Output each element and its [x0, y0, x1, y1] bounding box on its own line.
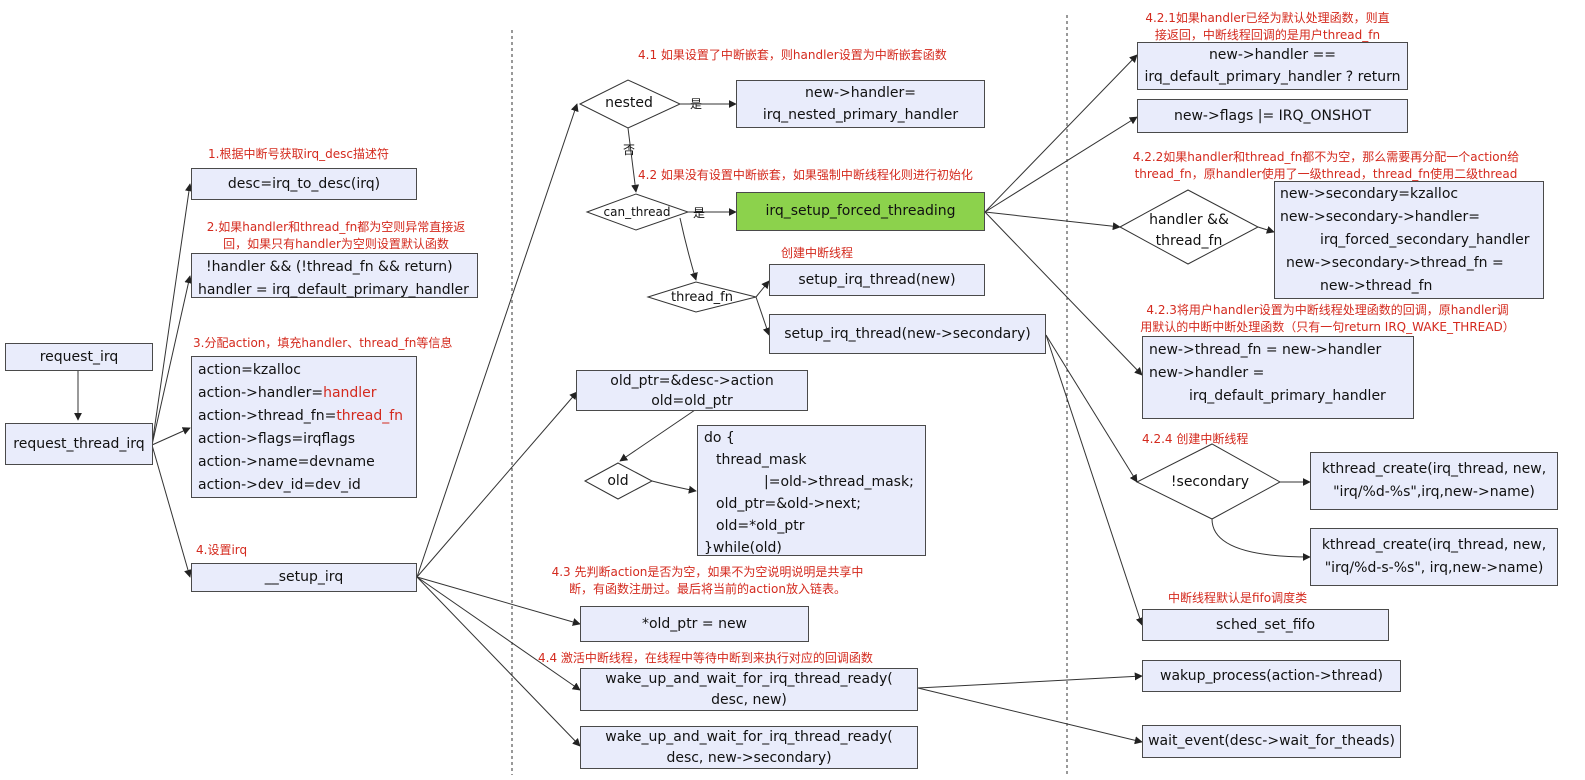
edge-to-oldptr	[416, 391, 578, 578]
edge-to-default-check	[984, 54, 1138, 213]
edge-nested-no	[627, 127, 640, 193]
flags-oneshot-node: new->flags |= IRQ_ONSHOT	[1137, 99, 1408, 133]
kthread-create-1-node: kthread_create(irq_thread, new,"irq/%d-%…	[1310, 452, 1558, 510]
note-4-2-3: 4.2.3将用户handler设置为中断线程处理函数的回调，原handler调用…	[1140, 303, 1515, 334]
decision-thread-fn-label: thread_fn	[671, 290, 733, 305]
decision-can-thread-label: can_thread	[603, 205, 671, 219]
default-check-node: new->handler ==irq_default_primary_handl…	[1137, 42, 1408, 90]
setup-thread-secondary-node: setup_irq_thread(new->secondary)	[769, 314, 1046, 354]
edge-to-desc	[151, 183, 193, 446]
forced-threading-node: irq_setup_forced_threading	[736, 192, 985, 231]
edge-to-old	[619, 409, 696, 462]
note-4: 4.设置irq	[196, 543, 248, 557]
edge-to-setup-thread-secondary	[755, 296, 771, 336]
wake-1-node: wake_up_and_wait_for_irq_thread_ready(de…	[580, 668, 918, 711]
edge-to-secondary-check	[1045, 334, 1138, 483]
wakeup-process-node: wakup_process(action->thread)	[1142, 660, 1401, 692]
edge-label-yes-2: 是	[693, 206, 706, 220]
edge-to-sched-fifo	[1045, 334, 1144, 626]
edge-to-setup-thread-new	[755, 280, 770, 298]
request-irq-node: request_irq	[5, 343, 153, 371]
edge-to-wakeup-process	[917, 672, 1143, 689]
note-fifo: 中断线程默认是fifo调度类	[1168, 591, 1308, 605]
note-3: 3.分配action，填充handler、thread_fn等信息	[193, 336, 453, 350]
edge-to-thread-fn	[679, 217, 698, 281]
decision-old-label: old	[607, 473, 629, 489]
note-4-3: 4.3 先判断action是否为空，如果不为空说明说明是共享中断，有函数注册过。…	[551, 565, 864, 596]
setup-irq-node: __setup_irq	[191, 563, 417, 592]
edge-secondary-no	[1211, 518, 1311, 561]
edge-to-wake-2	[416, 576, 581, 747]
edge-to-nested	[416, 103, 579, 578]
edge-to-wake-1	[416, 576, 581, 691]
edge-old-to-loop	[651, 480, 697, 494]
edge-label-yes-1: 是	[690, 97, 703, 111]
thread-fn-assign-node: new->thread_fn = new->handler new->handl…	[1142, 336, 1414, 419]
note-4-2-4: 4.2.4 创建中断线程	[1142, 432, 1249, 446]
old-ptr-new-node: *old_ptr = new	[580, 606, 809, 642]
request-thread-irq-node: request_thread_irq	[5, 423, 153, 465]
note-4-2-2: 4.2.2如果handler和thread_fn都不为空，那么需要再分配一个ac…	[1132, 150, 1520, 181]
loop-node: do { thread_mask |=old->thread_mask; old…	[697, 425, 926, 556]
edge-to-oldptr-new	[416, 576, 581, 626]
note-4-4: 4.4 激活中断线程，在线程中等待中断到来执行对应的回调函数	[538, 651, 873, 665]
decision-secondary-label: !secondary	[1170, 474, 1250, 490]
note-2: 2.如果handler和thread_fn都为空则异常直接返回，如果只有hand…	[206, 220, 466, 251]
decision-handler-thread-label: handler &&thread_fn	[1149, 212, 1229, 249]
nested-handler-node: new->handler=irq_nested_primary_handler	[736, 80, 985, 128]
note-1: 1.根据中断号获取irq_desc描述符	[208, 147, 389, 161]
edge-to-action	[151, 427, 191, 446]
sched-fifo-node: sched_set_fifo	[1142, 609, 1389, 641]
wait-event-node: wait_event(desc->wait_for_theads)	[1142, 725, 1401, 758]
edge-label-no: 否	[623, 143, 636, 157]
setup-thread-new-node: setup_irq_thread(new)	[769, 264, 985, 296]
check-node: !handler && (!thread_fn && return) handl…	[191, 253, 478, 298]
note-4-2: 4.2 如果没有设置中断嵌套，如果强制中断线程化则进行初始化	[638, 168, 973, 182]
action-node: action=kzalloc action->handler=handler a…	[191, 356, 417, 498]
note-4-1: 4.1 如果设置了中断嵌套，则handler设置为中断嵌套函数	[638, 48, 947, 62]
edge-to-thread-fn-box	[984, 211, 1143, 376]
wake-2-node: wake_up_and_wait_for_irq_thread_ready(de…	[580, 726, 918, 769]
decision-nested-label: nested	[605, 95, 653, 111]
edge-to-handler-thread	[984, 211, 1121, 231]
note-create-thread: 创建中断线程	[781, 246, 854, 260]
edge-to-setup	[151, 444, 192, 578]
desc-node: desc=irq_to_desc(irq)	[191, 168, 417, 200]
edge-to-secondary-box	[1257, 226, 1275, 234]
kthread-create-2-node: kthread_create(irq_thread, new,"irq/%d-s…	[1310, 528, 1558, 586]
edge-to-flags	[984, 116, 1138, 213]
secondary-alloc-node: new->secondary=kzalloc new->secondary->h…	[1274, 181, 1544, 299]
note-4-2-1: 4.2.1如果handler已经为默认处理函数，则直接返回，中断线程回调的是用户…	[1145, 11, 1390, 42]
edge-to-check	[151, 275, 193, 446]
edge-to-wait-event	[917, 687, 1143, 745]
